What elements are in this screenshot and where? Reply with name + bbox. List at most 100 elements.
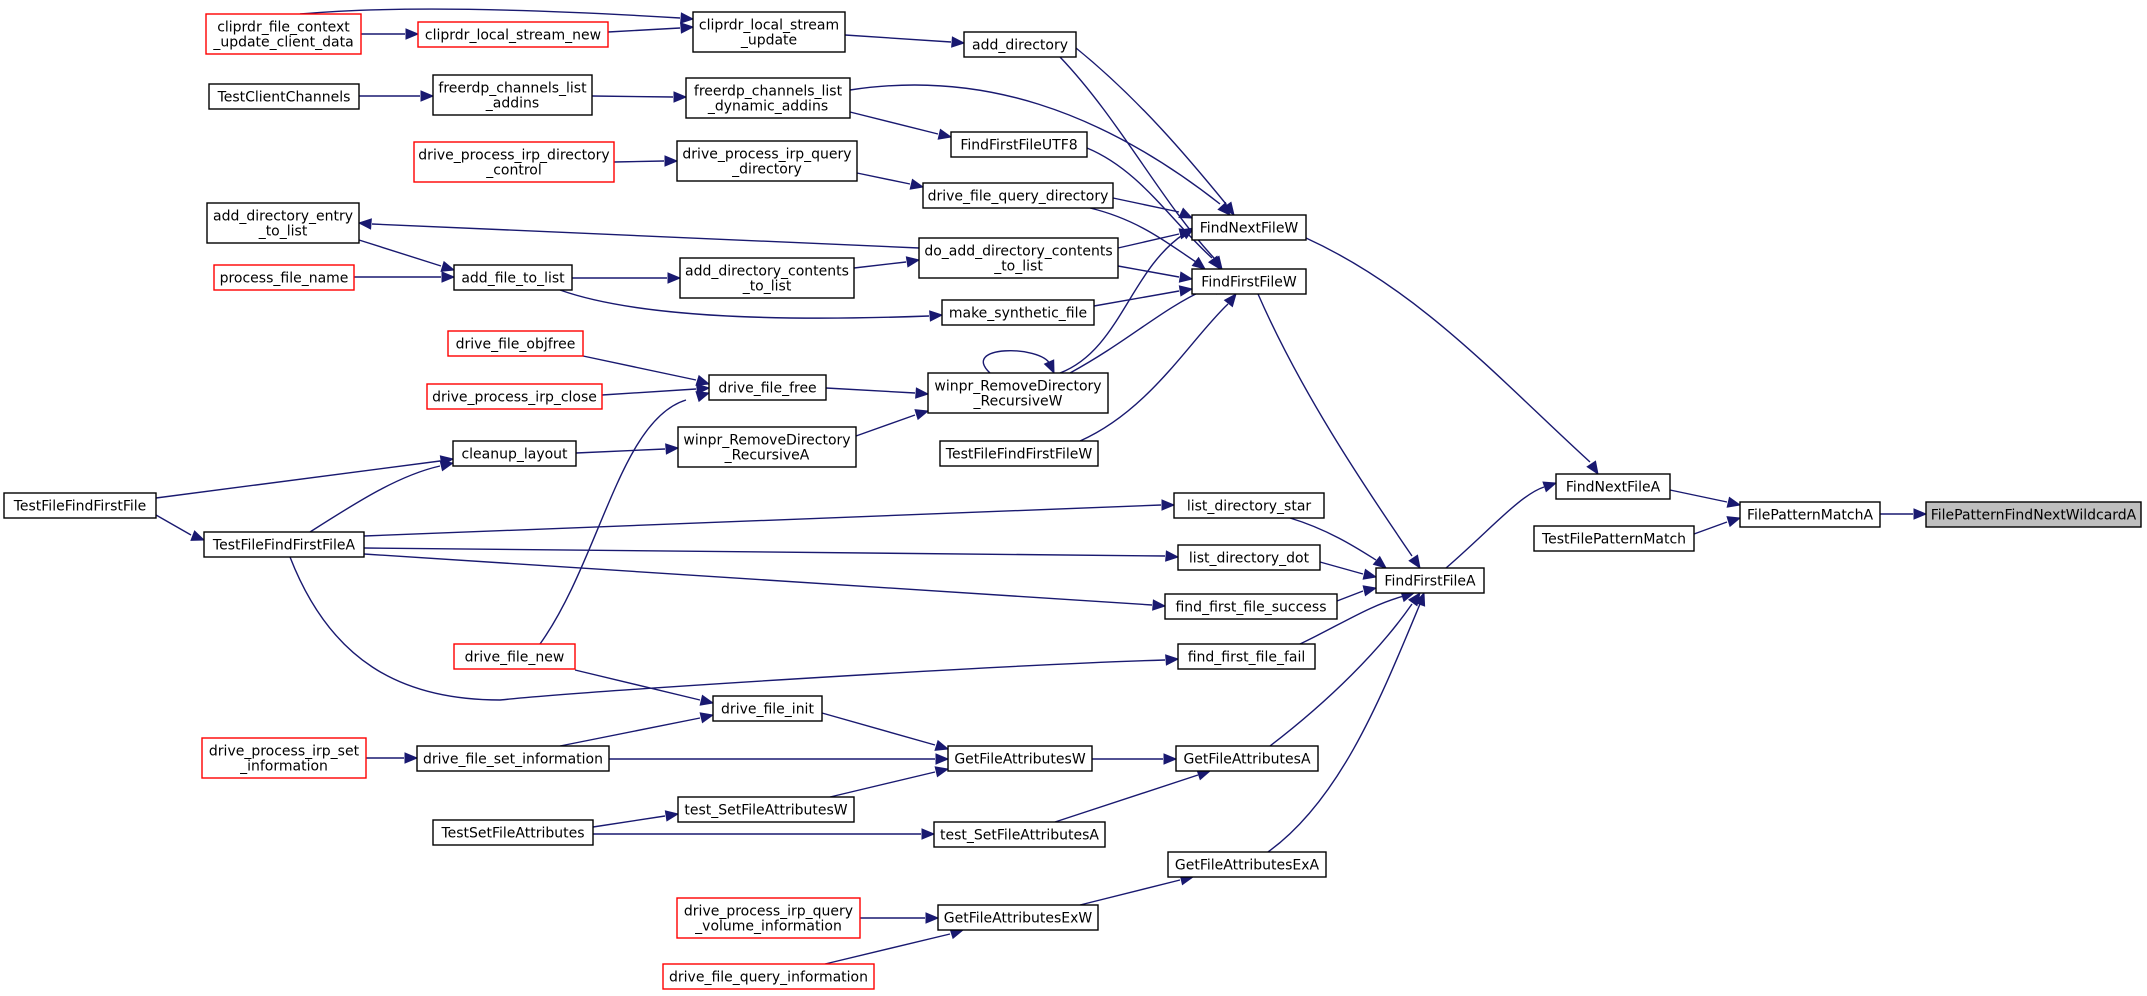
node-dfqi[interactable]: drive_file_query_information <box>662 963 875 990</box>
node-gfaexa[interactable]: GetFileAttributesExA <box>1167 851 1327 878</box>
node-tsfaw[interactable]: test_SetFileAttributesW <box>677 796 855 823</box>
node-dpiqd[interactable]: drive_process_irp_query_directory <box>676 140 858 182</box>
e-tfffa-fffs <box>363 553 1153 606</box>
node-label: FindFirstFileW <box>1201 275 1297 291</box>
e-fnfa-fpma <box>1669 489 1728 503</box>
node-box <box>208 83 360 110</box>
node-dpidc[interactable]: drive_process_irp_directory_control <box>413 141 615 183</box>
node-label: TestFileFindFirstFileA <box>212 538 356 554</box>
node-dpiqvi[interactable]: drive_process_irp_query_volume_informati… <box>676 897 861 939</box>
node-fclda[interactable]: freerdp_channels_list_dynamic_addins <box>685 77 851 119</box>
node-box <box>453 643 576 670</box>
node-dfsi[interactable]: drive_file_set_information <box>416 745 610 772</box>
e-dfn-dff-arrowhead <box>695 391 711 403</box>
node-fnfa[interactable]: FindNextFileA <box>1555 473 1671 500</box>
e-dfqd-fffw <box>1089 207 1197 263</box>
node-box <box>413 141 615 183</box>
node-label: add_file_to_list <box>461 271 565 287</box>
node-msf[interactable]: make_synthetic_file <box>941 299 1095 326</box>
node-box <box>677 426 857 468</box>
node-fcla[interactable]: freerdp_channels_list_addins <box>432 74 593 116</box>
e-dfn-dfi-arrowhead <box>699 694 715 706</box>
node-adddir[interactable]: add_directory <box>963 31 1077 58</box>
node-gfaw[interactable]: GetFileAttributesW <box>947 745 1093 772</box>
node-gfaexw[interactable]: GetFileAttributesExW <box>937 904 1099 931</box>
node-tfpm[interactable]: TestFilePatternMatch <box>1533 525 1695 552</box>
node-dfn[interactable]: drive_file_new <box>453 643 576 670</box>
node-box <box>662 963 875 990</box>
node-dfi[interactable]: drive_file_init <box>712 695 823 722</box>
node-box <box>447 330 584 357</box>
e-gfaexw-gfaexa <box>1079 879 1181 906</box>
node-label: FilePatternFindNextWildcardA <box>1931 508 2137 524</box>
node-pfn[interactable]: process_file_name <box>213 264 355 291</box>
node-dfqd[interactable]: drive_file_query_directory <box>922 182 1114 209</box>
node-dff[interactable]: drive_file_free <box>708 374 827 401</box>
e-fffutf8-fffw-arrowhead <box>1207 255 1221 271</box>
node-cfc[interactable]: cliprdr_file_context_update_client_data <box>205 13 362 55</box>
node-label: _control <box>485 163 542 179</box>
e-wrdw-fffw <box>1069 288 1207 374</box>
node-fffa[interactable]: FindFirstFileA <box>1375 567 1485 594</box>
node-fnfw[interactable]: FindNextFileW <box>1191 214 1307 241</box>
node-tfffw[interactable]: TestFileFindFirstFileW <box>939 440 1099 467</box>
node-ldd[interactable]: list_directory_dot <box>1177 544 1321 571</box>
node-focus[interactable]: FilePatternFindNextWildcardA <box>1925 501 2142 528</box>
e-wrda-wrdw <box>855 414 916 437</box>
e-tfffa-fffs-arrowhead <box>1152 599 1167 611</box>
node-dpisi[interactable]: drive_process_irp_set_information <box>201 737 367 779</box>
e-tsfa_test-tsfaa-arrowhead <box>921 828 936 840</box>
node-tfffa[interactable]: TestFileFindFirstFileA <box>203 531 365 558</box>
e-cls_new-cls_update-arrowhead <box>680 22 695 34</box>
node-label: drive_file_objfree <box>456 337 576 353</box>
node-cls_new[interactable]: cliprdr_local_stream_new <box>417 21 609 48</box>
node-box <box>1173 492 1325 519</box>
e-fclda-fnfw-arrowhead <box>1217 201 1231 216</box>
node-tfff[interactable]: TestFileFindFirstFile <box>3 492 157 519</box>
node-label: list_directory_star <box>1187 499 1312 515</box>
e-fclda-fffutf8-arrowhead <box>937 128 953 140</box>
e-gfaexa-fffa-arrowhead <box>1414 591 1426 607</box>
node-box <box>1167 851 1327 878</box>
e-cfc-cls_new-arrowhead <box>405 28 420 40</box>
node-adctl[interactable]: add_directory_contents_to_list <box>679 257 855 299</box>
e-fclda-fffutf8 <box>849 111 939 135</box>
node-fffs[interactable]: find_first_file_success <box>1164 593 1338 620</box>
node-label: winpr_RemoveDirectory <box>934 379 1101 395</box>
node-cls_update[interactable]: cliprdr_local_stream_update <box>692 11 846 53</box>
node-tcc[interactable]: TestClientChannels <box>208 83 360 110</box>
e-tfffa-ldd <box>363 547 1166 557</box>
node-lds[interactable]: list_directory_star <box>1173 492 1325 519</box>
e-wrdw-fnfw <box>1059 233 1185 374</box>
node-fffw[interactable]: FindFirstFileW <box>1191 268 1307 295</box>
node-label: _addins <box>485 96 539 112</box>
node-fpma[interactable]: FilePatternMatchA <box>1739 501 1881 528</box>
node-tsfaa[interactable]: test_SetFileAttributesA <box>933 821 1106 848</box>
node-box <box>426 383 603 410</box>
node-wrda[interactable]: winpr_RemoveDirectory_RecursiveA <box>677 426 857 468</box>
e-dfsi-gfaw-arrowhead <box>935 753 950 765</box>
node-adetl[interactable]: add_directory_entry_to_list <box>206 202 360 244</box>
node-label: TestSetFileAttributes <box>440 826 584 842</box>
e-cls_update-adddir <box>844 34 952 43</box>
node-fffutf8[interactable]: FindFirstFileUTF8 <box>950 131 1088 158</box>
node-gfaa[interactable]: GetFileAttributesA <box>1175 745 1319 772</box>
node-dpic[interactable]: drive_process_irp_close <box>426 383 603 410</box>
e-dadctl-adetl <box>371 223 920 249</box>
node-dfo[interactable]: drive_file_objfree <box>447 330 584 357</box>
node-cl[interactable]: cleanup_layout <box>452 440 577 467</box>
node-tsfa_test[interactable]: TestSetFileAttributes <box>432 819 594 846</box>
e-dadctl-adetl-arrowhead <box>357 218 372 230</box>
node-aftl[interactable]: add_file_to_list <box>453 264 573 291</box>
node-label: drive_file_init <box>721 702 814 718</box>
node-wrdw[interactable]: winpr_RemoveDirectory_RecursiveW <box>927 372 1109 414</box>
node-box <box>712 695 823 722</box>
e-fffutf8-fffw <box>1086 147 1213 259</box>
node-label: _to_list <box>742 279 792 295</box>
node-dadctl[interactable]: do_add_directory_contents_to_list <box>918 237 1119 279</box>
node-box <box>432 74 593 116</box>
e-tsfa_test-tsfaw-arrowhead <box>664 810 680 822</box>
e-tfffa-ffff <box>289 556 1166 701</box>
e-tfff-tfffa-arrowhead <box>190 530 206 541</box>
node-ffff[interactable]: find_first_file_fail <box>1177 643 1316 670</box>
